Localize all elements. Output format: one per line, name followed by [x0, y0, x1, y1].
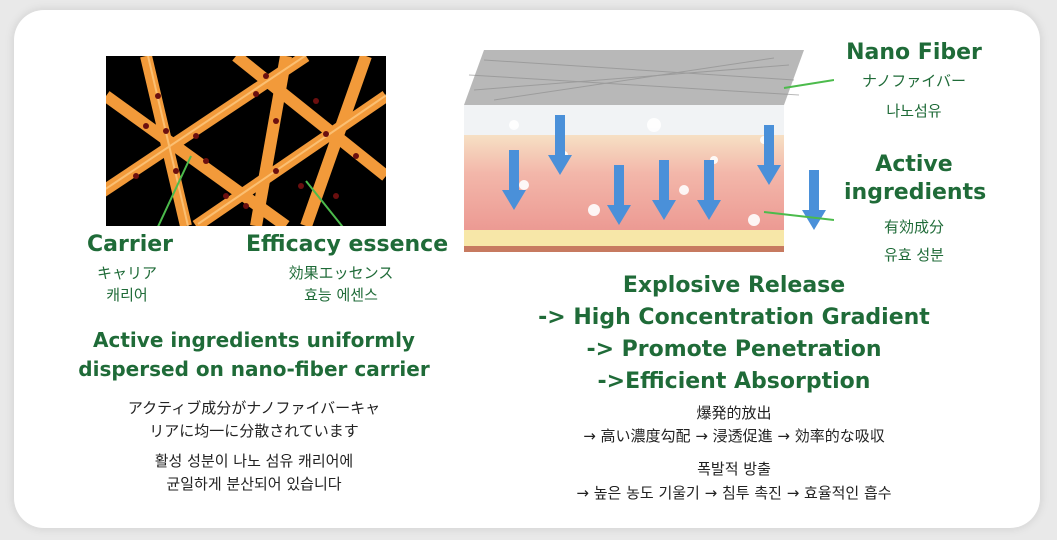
release-line1: Explosive Release: [622, 273, 846, 298]
left-headline-line1: Active ingredients uniformly: [93, 328, 415, 352]
skin-fat-layer: [464, 230, 784, 246]
left-ja-line1: アクティブ成分がナノファイバーキャ: [127, 399, 381, 417]
carrier-label-ja: キャリア: [96, 264, 157, 282]
penetration-arrow: [652, 160, 676, 220]
left-ja-line2: リアに均一に分散されています: [149, 422, 359, 440]
essence-label: Efficacy essence: [246, 232, 449, 257]
nanofiber-micrograph: [106, 56, 386, 226]
penetration-arrow: [548, 115, 572, 175]
fiber-strand: [232, 56, 386, 181]
nano-fiber-label-ko: 나노섬유: [886, 102, 942, 120]
release-ko-title: 폭발적 방출: [697, 460, 771, 478]
release-ja-title: 爆発的放出: [696, 404, 772, 422]
carrier-label: Carrier: [87, 232, 174, 257]
active-ingredients-label-ja: 有効成分: [883, 218, 944, 236]
infographic-card: Carrier キャリア 캐리어 Efficacy essence 効果エッセン…: [14, 10, 1040, 528]
penetration-arrow: [502, 150, 526, 210]
nano-fiber-label: Nano Fiber: [846, 40, 982, 65]
penetration-arrow: [802, 170, 826, 230]
penetration-arrow: [757, 125, 781, 185]
active-ingredients-label-line2: ingredients: [844, 180, 987, 205]
fiber-strand: [250, 56, 292, 226]
penetration-arrow: [607, 165, 631, 225]
left-headline-line2: dispersed on nano-fiber carrier: [78, 357, 430, 381]
release-line2: -> High Concentration Gradient: [538, 305, 930, 330]
release-line4: ->Efficient Absorption: [597, 369, 871, 394]
carrier-label-ko: 캐리어: [106, 286, 148, 304]
active-ingredients-label-line1: Active: [875, 152, 953, 177]
essence-label-ko: 효능 에센스: [304, 286, 378, 304]
release-ko-line: → 높은 농도 기울기 → 침투 촉진 → 효율적인 흡수: [576, 484, 892, 502]
skin-layer-diagram: [464, 50, 834, 252]
left-ko-line1: 활성 성분이 나노 섬유 캐리어에: [154, 452, 354, 470]
fiber-strand: [300, 56, 372, 226]
left-ko-line2: 균일하게 분산되어 있습니다: [166, 475, 342, 493]
release-line3: -> Promote Penetration: [586, 337, 882, 362]
active-ingredients-label-ko: 유효 성분: [884, 246, 944, 264]
nano-fiber-label-ja: ナノファイバー: [862, 72, 966, 90]
essence-label-ja: 効果エッセンス: [288, 264, 394, 282]
release-ja-line: → 高い濃度勾配 → 浸透促進 → 効率的な吸収: [583, 427, 885, 445]
penetration-arrow: [697, 160, 721, 220]
